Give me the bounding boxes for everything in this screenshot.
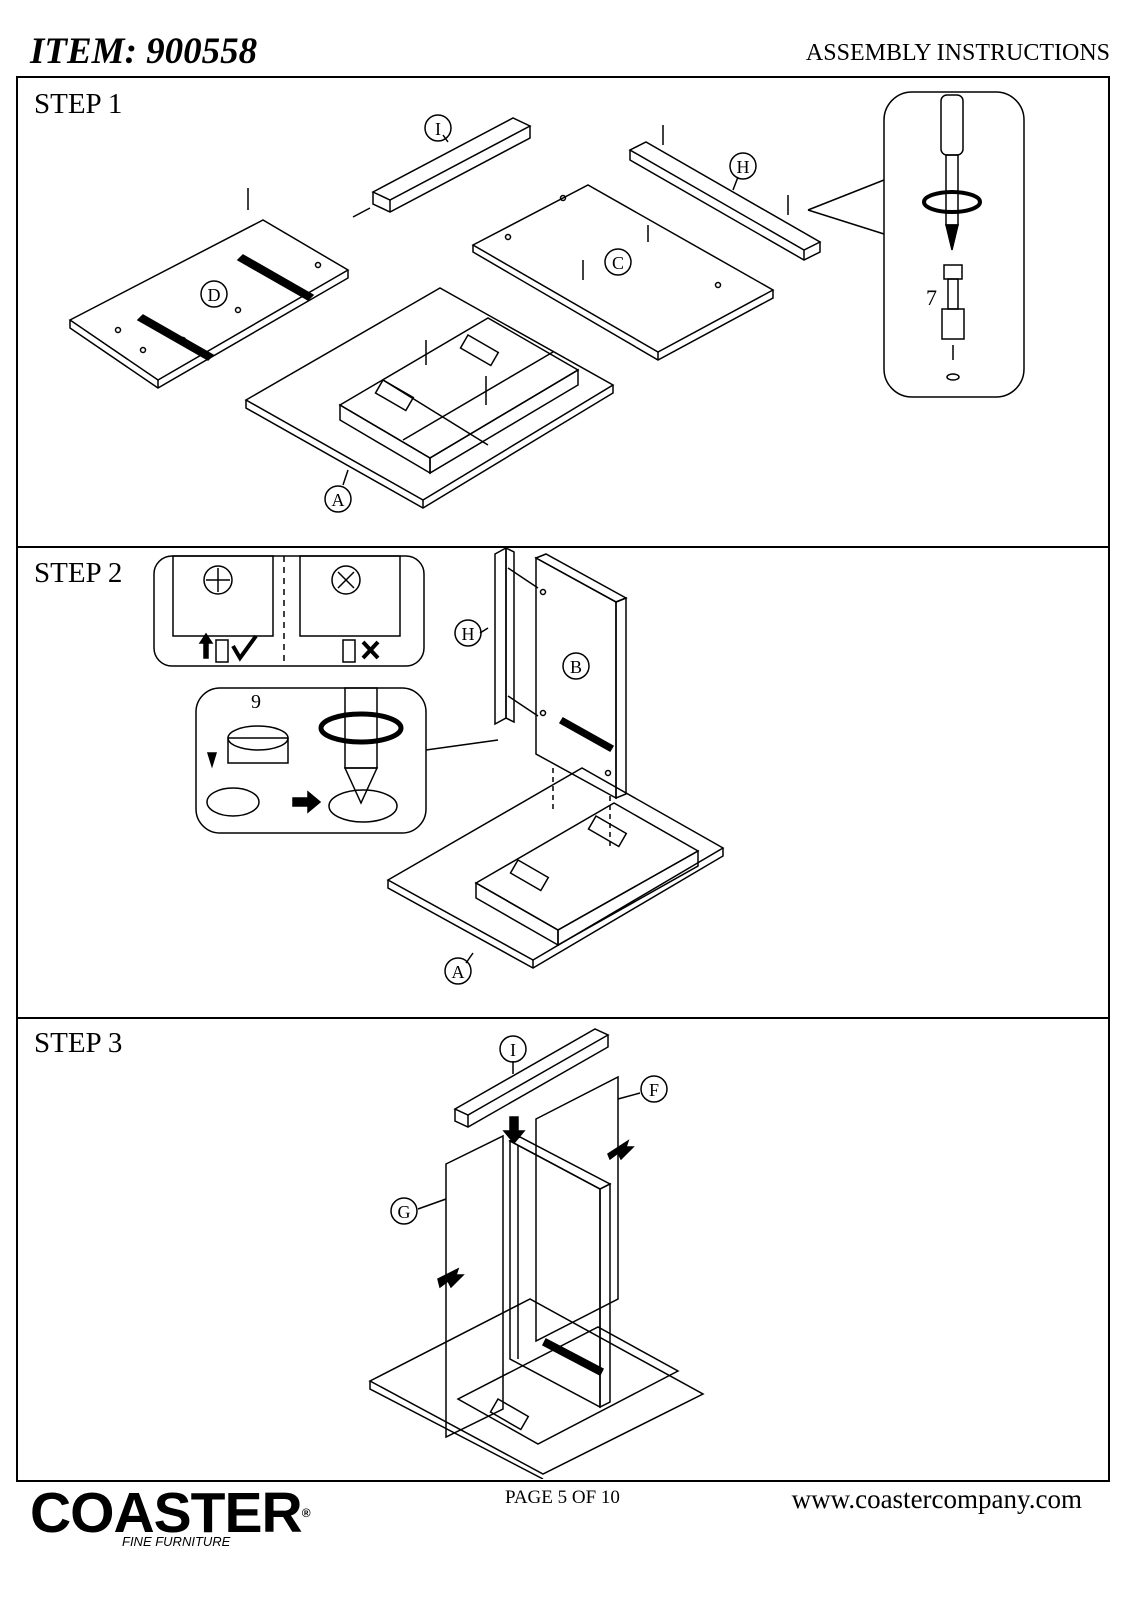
document-title: ASSEMBLY INSTRUCTIONS xyxy=(805,40,1110,66)
panel-b-illustration xyxy=(508,1136,612,1409)
panel-b-illustration xyxy=(507,553,628,848)
svg-text:H: H xyxy=(462,624,475,644)
rail-i-illustration xyxy=(352,117,532,218)
svg-text:H: H xyxy=(737,157,750,177)
svg-text:G: G xyxy=(398,1202,411,1222)
part-label-a: A xyxy=(444,952,474,985)
orientation-callout xyxy=(153,555,425,667)
panel-d-illustration xyxy=(68,188,350,389)
step-divider xyxy=(16,1017,1110,1019)
svg-text:A: A xyxy=(452,962,465,982)
step-divider xyxy=(16,546,1110,548)
cam-lock-callout xyxy=(195,687,499,834)
panel-c-illustration xyxy=(471,184,775,361)
part-label-h: H xyxy=(729,152,757,191)
rail-h-illustration xyxy=(494,548,515,726)
panel-g-illustration xyxy=(437,1134,504,1439)
svg-text:B: B xyxy=(570,657,582,677)
page-number: PAGE 5 OF 10 xyxy=(505,1487,620,1508)
part-label-c: C xyxy=(604,248,632,276)
panel-f-illustration xyxy=(535,1075,635,1343)
svg-text:D: D xyxy=(208,285,221,305)
step-3-label: STEP 3 xyxy=(34,1027,123,1059)
part-label-f: F xyxy=(617,1075,668,1103)
instructions-frame xyxy=(16,76,1110,1482)
svg-text:I: I xyxy=(435,119,441,139)
step-1-label: STEP 1 xyxy=(34,88,123,120)
base-a-illustration xyxy=(368,1298,705,1479)
svg-text:C: C xyxy=(612,253,624,273)
part-label-a: A xyxy=(324,469,352,513)
hardware-label-7: 7 xyxy=(926,285,937,310)
svg-text:I: I xyxy=(510,1040,516,1060)
svg-text:F: F xyxy=(649,1080,659,1100)
part-label-i: I xyxy=(424,114,452,143)
part-label-g: G xyxy=(390,1197,447,1225)
rail-h-illustration xyxy=(628,125,822,261)
step-2-label: STEP 2 xyxy=(34,557,123,589)
coaster-logo: COASTER® FINE FURNITURE xyxy=(30,1481,311,1550)
step-3-diagram: I F G xyxy=(368,1028,705,1479)
base-a-illustration xyxy=(386,767,725,969)
hardware-label-9: 9 xyxy=(251,691,261,713)
item-number: ITEM: 900558 xyxy=(30,31,258,72)
svg-text:A: A xyxy=(332,490,345,510)
step-2-diagram: 9 H B A xyxy=(153,548,725,985)
website-link[interactable]: www.coastercompany.com xyxy=(791,1484,1082,1514)
rail-i-illustration xyxy=(453,1028,610,1145)
cam-bolt-callout xyxy=(807,91,1025,398)
base-a-illustration xyxy=(244,287,615,509)
step-1-diagram: D I C H xyxy=(68,91,1025,513)
part-label-i: I xyxy=(499,1035,527,1074)
part-label-h: H xyxy=(454,619,489,647)
part-label-d: D xyxy=(200,280,228,308)
part-label-b: B xyxy=(562,652,590,680)
